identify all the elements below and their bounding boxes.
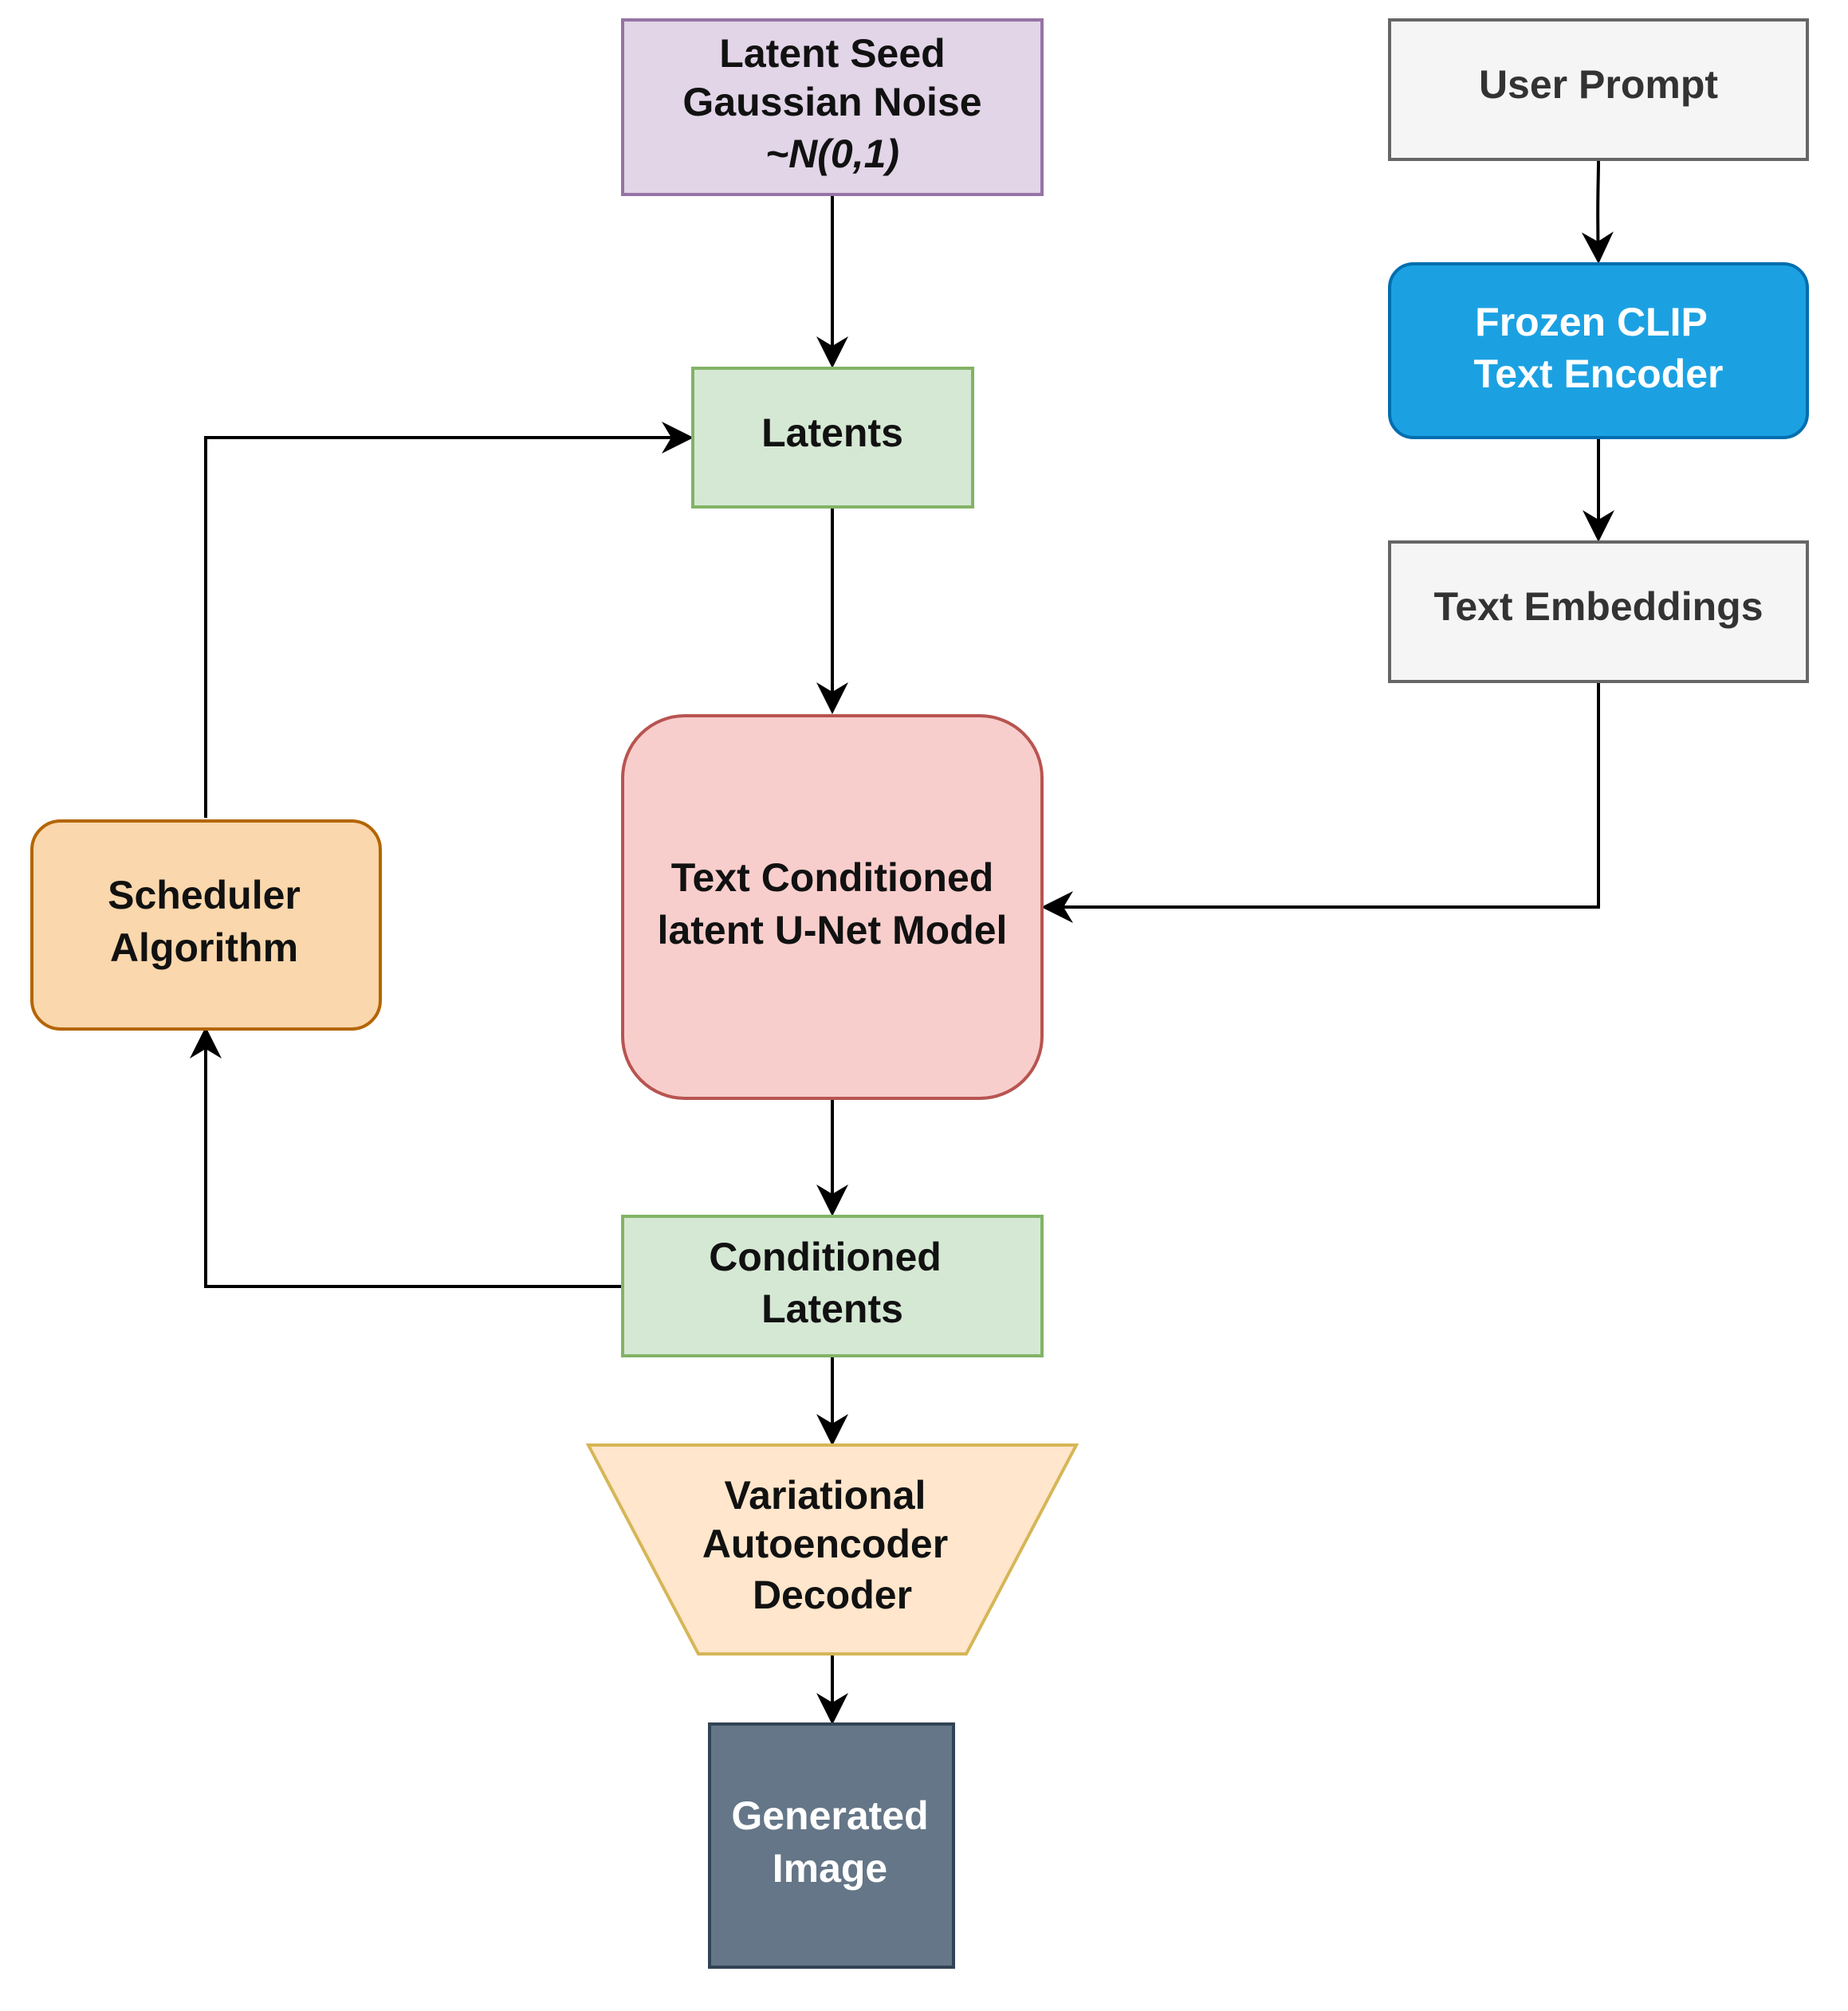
vae-decoder-border <box>585 1443 1079 1656</box>
conditioned-latents-line1: Conditioned <box>709 1235 942 1279</box>
vae-decoder-node: Variational Autoencoder Decoder <box>585 1443 1079 1656</box>
vae-decoder-line1: Variational <box>725 1473 926 1518</box>
unet-box <box>623 716 1042 1098</box>
unet-node: Text Conditioned latent U-Net Model <box>621 714 1044 1100</box>
clip-encoder-line1: Frozen CLIP <box>1475 300 1708 344</box>
vae-decoder-line3: Decoder <box>753 1573 912 1617</box>
text-embeddings-box <box>1390 542 1807 681</box>
unet-border <box>621 714 1044 1100</box>
conditioned-latents-node: Conditioned Latents <box>621 1215 1044 1357</box>
latent-seed-line2: Gaussian Noise <box>682 80 981 124</box>
generated-image-box <box>710 1724 953 1967</box>
edge-embeddings-to-unet <box>1041 681 1600 923</box>
clip-encoder-line2: Text Encoder <box>1473 352 1723 396</box>
latents-border <box>691 367 974 509</box>
user-prompt-box <box>1390 20 1807 159</box>
scheduler-border <box>30 819 382 1031</box>
latents-label: Latents <box>761 410 903 455</box>
edge-conditioned-to-scheduler <box>190 1027 623 1288</box>
conditioned-latents-border <box>621 1215 1044 1357</box>
latent-seed-line3: ~N(0,1) <box>765 132 899 176</box>
conditioned-latents-line2: Latents <box>761 1286 903 1331</box>
scheduler-node: Scheduler Algorithm <box>30 819 382 1031</box>
scheduler-line2: Algorithm <box>110 925 298 970</box>
generated-image-node: Generated Image <box>708 1722 955 1969</box>
edge-scheduler-to-latents <box>204 422 694 818</box>
clip-encoder-box <box>1390 264 1807 438</box>
generated-image-line1: Generated <box>731 1793 928 1838</box>
user-prompt-label: User Prompt <box>1479 62 1718 107</box>
text-embeddings-label: Text Embeddings <box>1433 584 1763 629</box>
generated-image-line2: Image <box>773 1846 888 1891</box>
text-embeddings-border <box>1388 540 1809 683</box>
scheduler-box <box>32 821 380 1029</box>
scheduler-line1: Scheduler <box>108 873 301 917</box>
user-prompt-node: User Prompt <box>1388 18 1809 161</box>
vae-decoder-line2: Autoencoder <box>702 1522 948 1566</box>
user-prompt-border <box>1388 18 1809 161</box>
unet-line2: latent U-Net Model <box>658 908 1008 952</box>
latent-seed-box <box>623 20 1042 194</box>
latents-node: Latents <box>691 367 974 509</box>
text-embeddings-node: Text Embeddings <box>1388 540 1809 683</box>
unet-line1: Text Conditioned <box>671 855 994 900</box>
latent-seed-border <box>621 18 1044 196</box>
clip-encoder-border <box>1388 262 1809 439</box>
latent-seed-node: Latent Seed Gaussian Noise ~N(0,1) <box>621 18 1044 196</box>
conditioned-latents-box <box>623 1216 1042 1356</box>
latents-box <box>693 368 973 507</box>
vae-decoder-shape <box>588 1445 1076 1654</box>
edges <box>190 160 1614 1725</box>
generated-image-border <box>708 1722 955 1969</box>
clip-encoder-node: Frozen CLIP Text Encoder <box>1388 262 1809 439</box>
latent-seed-line1: Latent Seed <box>719 31 945 76</box>
